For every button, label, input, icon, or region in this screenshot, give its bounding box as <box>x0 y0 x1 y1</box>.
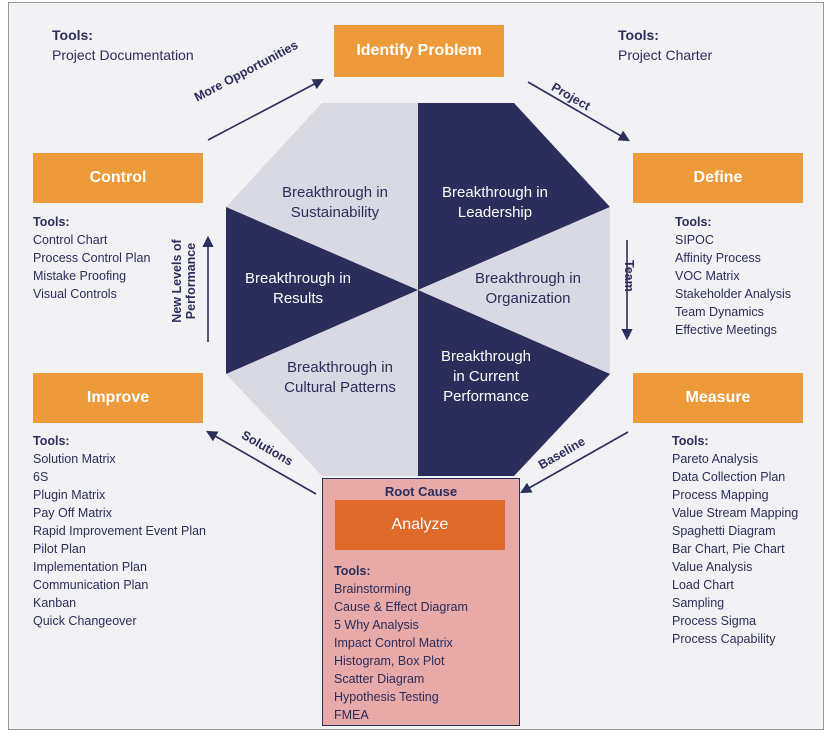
tool-item: Effective Meetings <box>675 323 777 337</box>
tool-item: 5 Why Analysis <box>334 618 419 632</box>
segment-label-line: Breakthrough <box>441 348 531 365</box>
segment-label-line: Breakthrough in <box>282 184 388 201</box>
tool-item: Project Charter <box>618 47 713 63</box>
segment-current-performance <box>418 290 610 476</box>
tools-heading: Tools: <box>52 27 93 43</box>
control-box: Control <box>33 153 203 203</box>
tool-item: Data Collection Plan <box>672 470 786 484</box>
more-opportunities-arrow <box>207 78 324 141</box>
segment-label-line: Performance <box>443 388 529 405</box>
tools-heading: Tools: <box>672 434 709 448</box>
tool-item: Quick Changeover <box>33 614 137 628</box>
tool-item: Bar Chart, Pie Chart <box>672 542 785 556</box>
tools-heading: Tools: <box>618 27 659 43</box>
segment-label-line: Breakthrough in <box>442 184 548 201</box>
tool-item: Rapid Improvement Event Plan <box>33 524 207 538</box>
tool-item: Load Chart <box>672 578 734 592</box>
tool-item: Value Stream Mapping <box>672 506 799 520</box>
segment-organization <box>418 207 610 374</box>
new-levels-line-2: Performance <box>184 242 198 320</box>
tool-item: Communication Plan <box>33 578 149 592</box>
segment-organization-label: Breakthrough in Organization <box>475 270 581 307</box>
tool-item: Implementation Plan <box>33 560 147 574</box>
segment-label-line: Breakthrough in <box>475 270 581 287</box>
tools-heading: Tools: <box>675 215 712 229</box>
tool-item: Visual Controls <box>33 287 117 301</box>
measure-box: Measure <box>633 373 803 423</box>
tool-item: Team Dynamics <box>675 305 764 319</box>
tool-item: Project Documentation <box>52 47 194 63</box>
segment-cultural-patterns <box>226 290 418 476</box>
tool-item: Process Control Plan <box>33 251 151 265</box>
tool-item: SIPOC <box>675 233 714 247</box>
segment-leadership-label: Breakthrough in Leadership <box>442 184 548 221</box>
segment-label-line: Sustainability <box>291 204 380 221</box>
tool-item: Kanban <box>33 596 77 610</box>
tool-item: Value Analysis <box>672 560 753 574</box>
new-levels-label: New Levels of Performance <box>170 226 198 336</box>
tool-item: Histogram, Box Plot <box>334 654 445 668</box>
tool-item: 6S <box>33 470 49 484</box>
identify-tools: Tools: Project Documentation <box>52 25 194 65</box>
tool-item: Pilot Plan <box>33 542 86 556</box>
tool-item: Scatter Diagram <box>334 672 425 686</box>
tool-item: Process Mapping <box>672 488 769 502</box>
tool-item: Process Capability <box>672 632 776 646</box>
root-cause-title: Root Cause <box>384 484 458 499</box>
segment-sustainability <box>226 103 418 290</box>
tool-item: Process Sigma <box>672 614 757 628</box>
new-levels-line-1: New Levels of <box>170 239 184 323</box>
segment-cultural-patterns-label: Breakthrough in Cultural Patterns <box>284 359 396 396</box>
solutions-arrow <box>206 430 317 495</box>
segment-label-line: Breakthrough in <box>287 359 393 376</box>
tool-item: Stakeholder Analysis <box>675 287 792 301</box>
tool-item: FMEA <box>334 708 369 722</box>
tool-item: Mistake Proofing <box>33 269 127 283</box>
tool-item: Solution Matrix <box>33 452 116 466</box>
team-label: Team <box>622 260 636 292</box>
tools-heading: Tools: <box>334 564 371 578</box>
segment-label-line: Results <box>273 290 323 307</box>
tool-item: Affinity Process <box>675 251 761 265</box>
tools-heading: Tools: <box>33 215 70 229</box>
identify-problem-box: Identify Problem <box>334 25 504 77</box>
analyze-box: Analyze <box>335 500 505 550</box>
tools-heading: Tools: <box>33 434 70 448</box>
tool-item: Cause & Effect Diagram <box>334 600 468 614</box>
segment-results-label: Breakthrough in Results <box>245 270 351 307</box>
tool-item: VOC Matrix <box>675 269 740 283</box>
tool-item: Hypothesis Testing <box>334 690 439 704</box>
charter-tools: Tools: Project Charter <box>618 25 712 65</box>
tool-item: Impact Control Matrix <box>334 636 453 650</box>
segment-label-line: Leadership <box>458 204 532 221</box>
tool-item: Pareto Analysis <box>672 452 759 466</box>
improve-box: Improve <box>33 373 203 423</box>
segment-results <box>226 207 418 374</box>
baseline-arrow <box>520 431 629 494</box>
segment-sustainability-label: Breakthrough in Sustainability <box>282 184 388 221</box>
tool-item: Pay Off Matrix <box>33 506 112 520</box>
tool-item: Plugin Matrix <box>33 488 106 502</box>
tool-item: Spaghetti Diagram <box>672 524 776 538</box>
project-arrow <box>527 81 630 142</box>
segment-label-line: Organization <box>485 290 570 307</box>
segment-label-line: Breakthrough in <box>245 270 351 287</box>
tool-item: Brainstorming <box>334 582 412 596</box>
define-box: Define <box>633 153 803 203</box>
segment-label-line: Cultural Patterns <box>284 379 396 396</box>
segment-label-line: in Current <box>453 368 520 385</box>
tool-item: Sampling <box>672 596 725 610</box>
tool-item: Control Chart <box>33 233 108 247</box>
segment-leadership <box>418 103 610 290</box>
